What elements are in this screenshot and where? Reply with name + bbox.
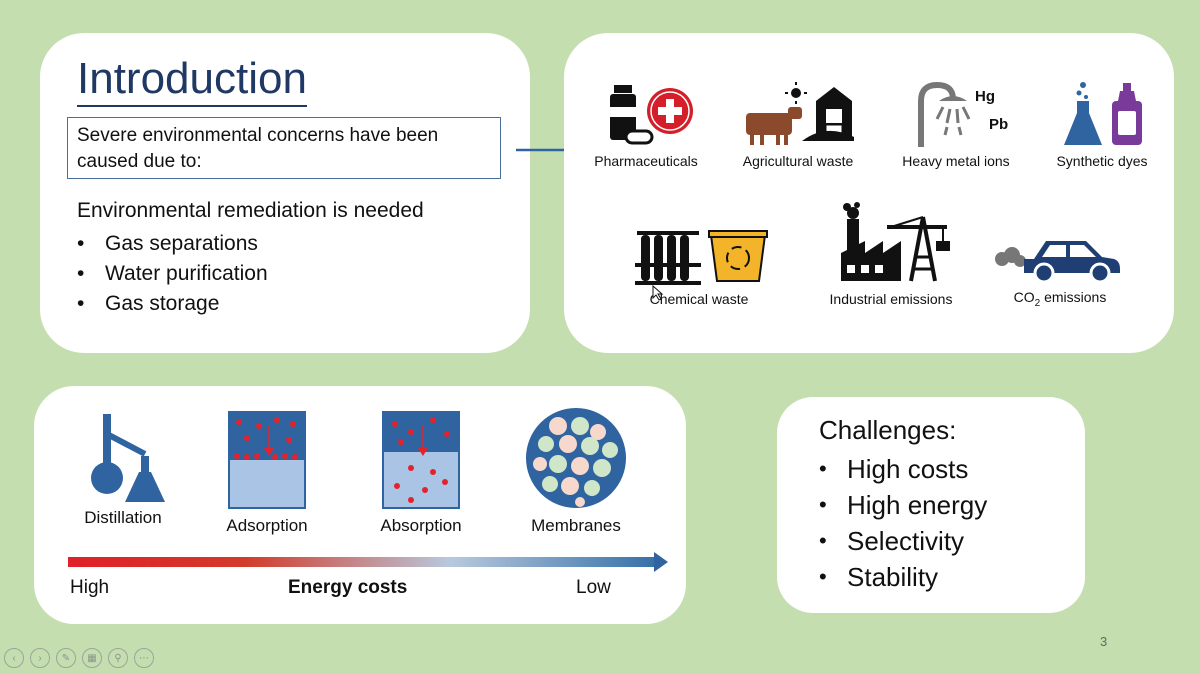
absorption-item: Absorption	[366, 410, 476, 536]
industrial-emissions-label: Industrial emissions	[829, 291, 953, 307]
slide-number: 3	[1100, 634, 1108, 649]
energy-low-label: Low	[576, 577, 611, 598]
methods-card: Distillation Adsorption	[34, 386, 686, 624]
membranes-icon	[526, 408, 626, 508]
agricultural-item: Agricultural waste	[734, 79, 862, 169]
distillation-icon	[91, 414, 165, 502]
energy-costs-title: Energy costs	[288, 577, 408, 598]
remediation-list: Gas separations Water purification Gas s…	[77, 229, 268, 319]
list-item: Gas separations	[77, 229, 268, 259]
adsorption-item: Adsorption	[212, 410, 322, 536]
agricultural-label: Agricultural waste	[742, 153, 854, 169]
mouse-cursor-icon	[652, 285, 664, 301]
adsorption-icon	[228, 411, 306, 509]
slideshow-nav-bar: ‹ › ✎ ▦ ⚲ ⋯	[4, 648, 154, 668]
pharmaceuticals-item: Pharmaceuticals	[582, 79, 710, 169]
slide-title: Introduction	[77, 53, 307, 107]
intro-card: Introduction Severe environmental concer…	[40, 33, 530, 353]
pollutants-card: Pharmaceuticals Agricultural waste	[564, 33, 1174, 353]
membranes-item: Membranes	[516, 406, 636, 536]
synthetic-dyes-label: Synthetic dyes	[1056, 153, 1148, 169]
heavy-metal-label: Heavy metal ions	[902, 153, 1010, 169]
more-icon[interactable]: ⋯	[134, 648, 154, 668]
list-item: Water purification	[77, 259, 268, 289]
pen-icon[interactable]: ✎	[56, 648, 76, 668]
pb-label: Pb	[989, 116, 1008, 133]
industrial-emissions-item: Industrial emissions	[816, 201, 966, 307]
agricultural-icon	[746, 82, 854, 145]
synthetic-dyes-item: Synthetic dyes	[1040, 79, 1164, 169]
pharmaceuticals-icon	[610, 85, 693, 145]
list-item: Gas storage	[77, 289, 268, 319]
chemical-waste-item: Chemical waste	[624, 223, 774, 307]
remediation-heading: Environmental remediation is needed	[77, 199, 424, 222]
grid-icon[interactable]: ▦	[82, 648, 102, 668]
car-exhaust-icon	[995, 241, 1120, 284]
energy-high-label: High	[70, 577, 110, 598]
pharmaceuticals-label: Pharmaceuticals	[594, 153, 698, 169]
challenges-card: Challenges: High costs High energy Selec…	[777, 397, 1085, 613]
shower-icon: Hg Pb	[918, 81, 1008, 147]
list-item: Selectivity	[819, 523, 987, 559]
co2-emissions-label: CO2 emissions	[1013, 289, 1107, 309]
distillation-item: Distillation	[68, 412, 178, 528]
list-item: Stability	[819, 559, 987, 595]
synthetic-dyes-icon	[1064, 82, 1142, 145]
next-icon[interactable]: ›	[30, 648, 50, 668]
distillation-label: Distillation	[84, 508, 162, 527]
energy-arrow-head-icon	[654, 552, 668, 572]
co2-emissions-item: CO2 emissions	[982, 229, 1138, 309]
challenges-list: High costs High energy Selectivity Stabi…	[819, 451, 987, 595]
factory-icon	[841, 202, 950, 282]
absorption-label: Absorption	[380, 516, 462, 535]
heavy-metal-item: Hg Pb Heavy metal ions	[892, 79, 1020, 169]
chemical-waste-icon	[635, 230, 768, 285]
membranes-label: Membranes	[531, 516, 621, 535]
chemical-waste-label: Chemical waste	[649, 291, 749, 307]
hg-label: Hg	[975, 88, 995, 105]
absorption-icon	[382, 411, 460, 509]
previous-icon[interactable]: ‹	[4, 648, 24, 668]
cause-text-box: Severe environmental concerns have been …	[67, 117, 501, 179]
challenges-heading: Challenges:	[819, 415, 957, 445]
list-item: High energy	[819, 487, 987, 523]
zoom-icon[interactable]: ⚲	[108, 648, 128, 668]
list-item: High costs	[819, 451, 987, 487]
energy-gradient-bar	[68, 557, 656, 567]
adsorption-label: Adsorption	[226, 516, 308, 535]
